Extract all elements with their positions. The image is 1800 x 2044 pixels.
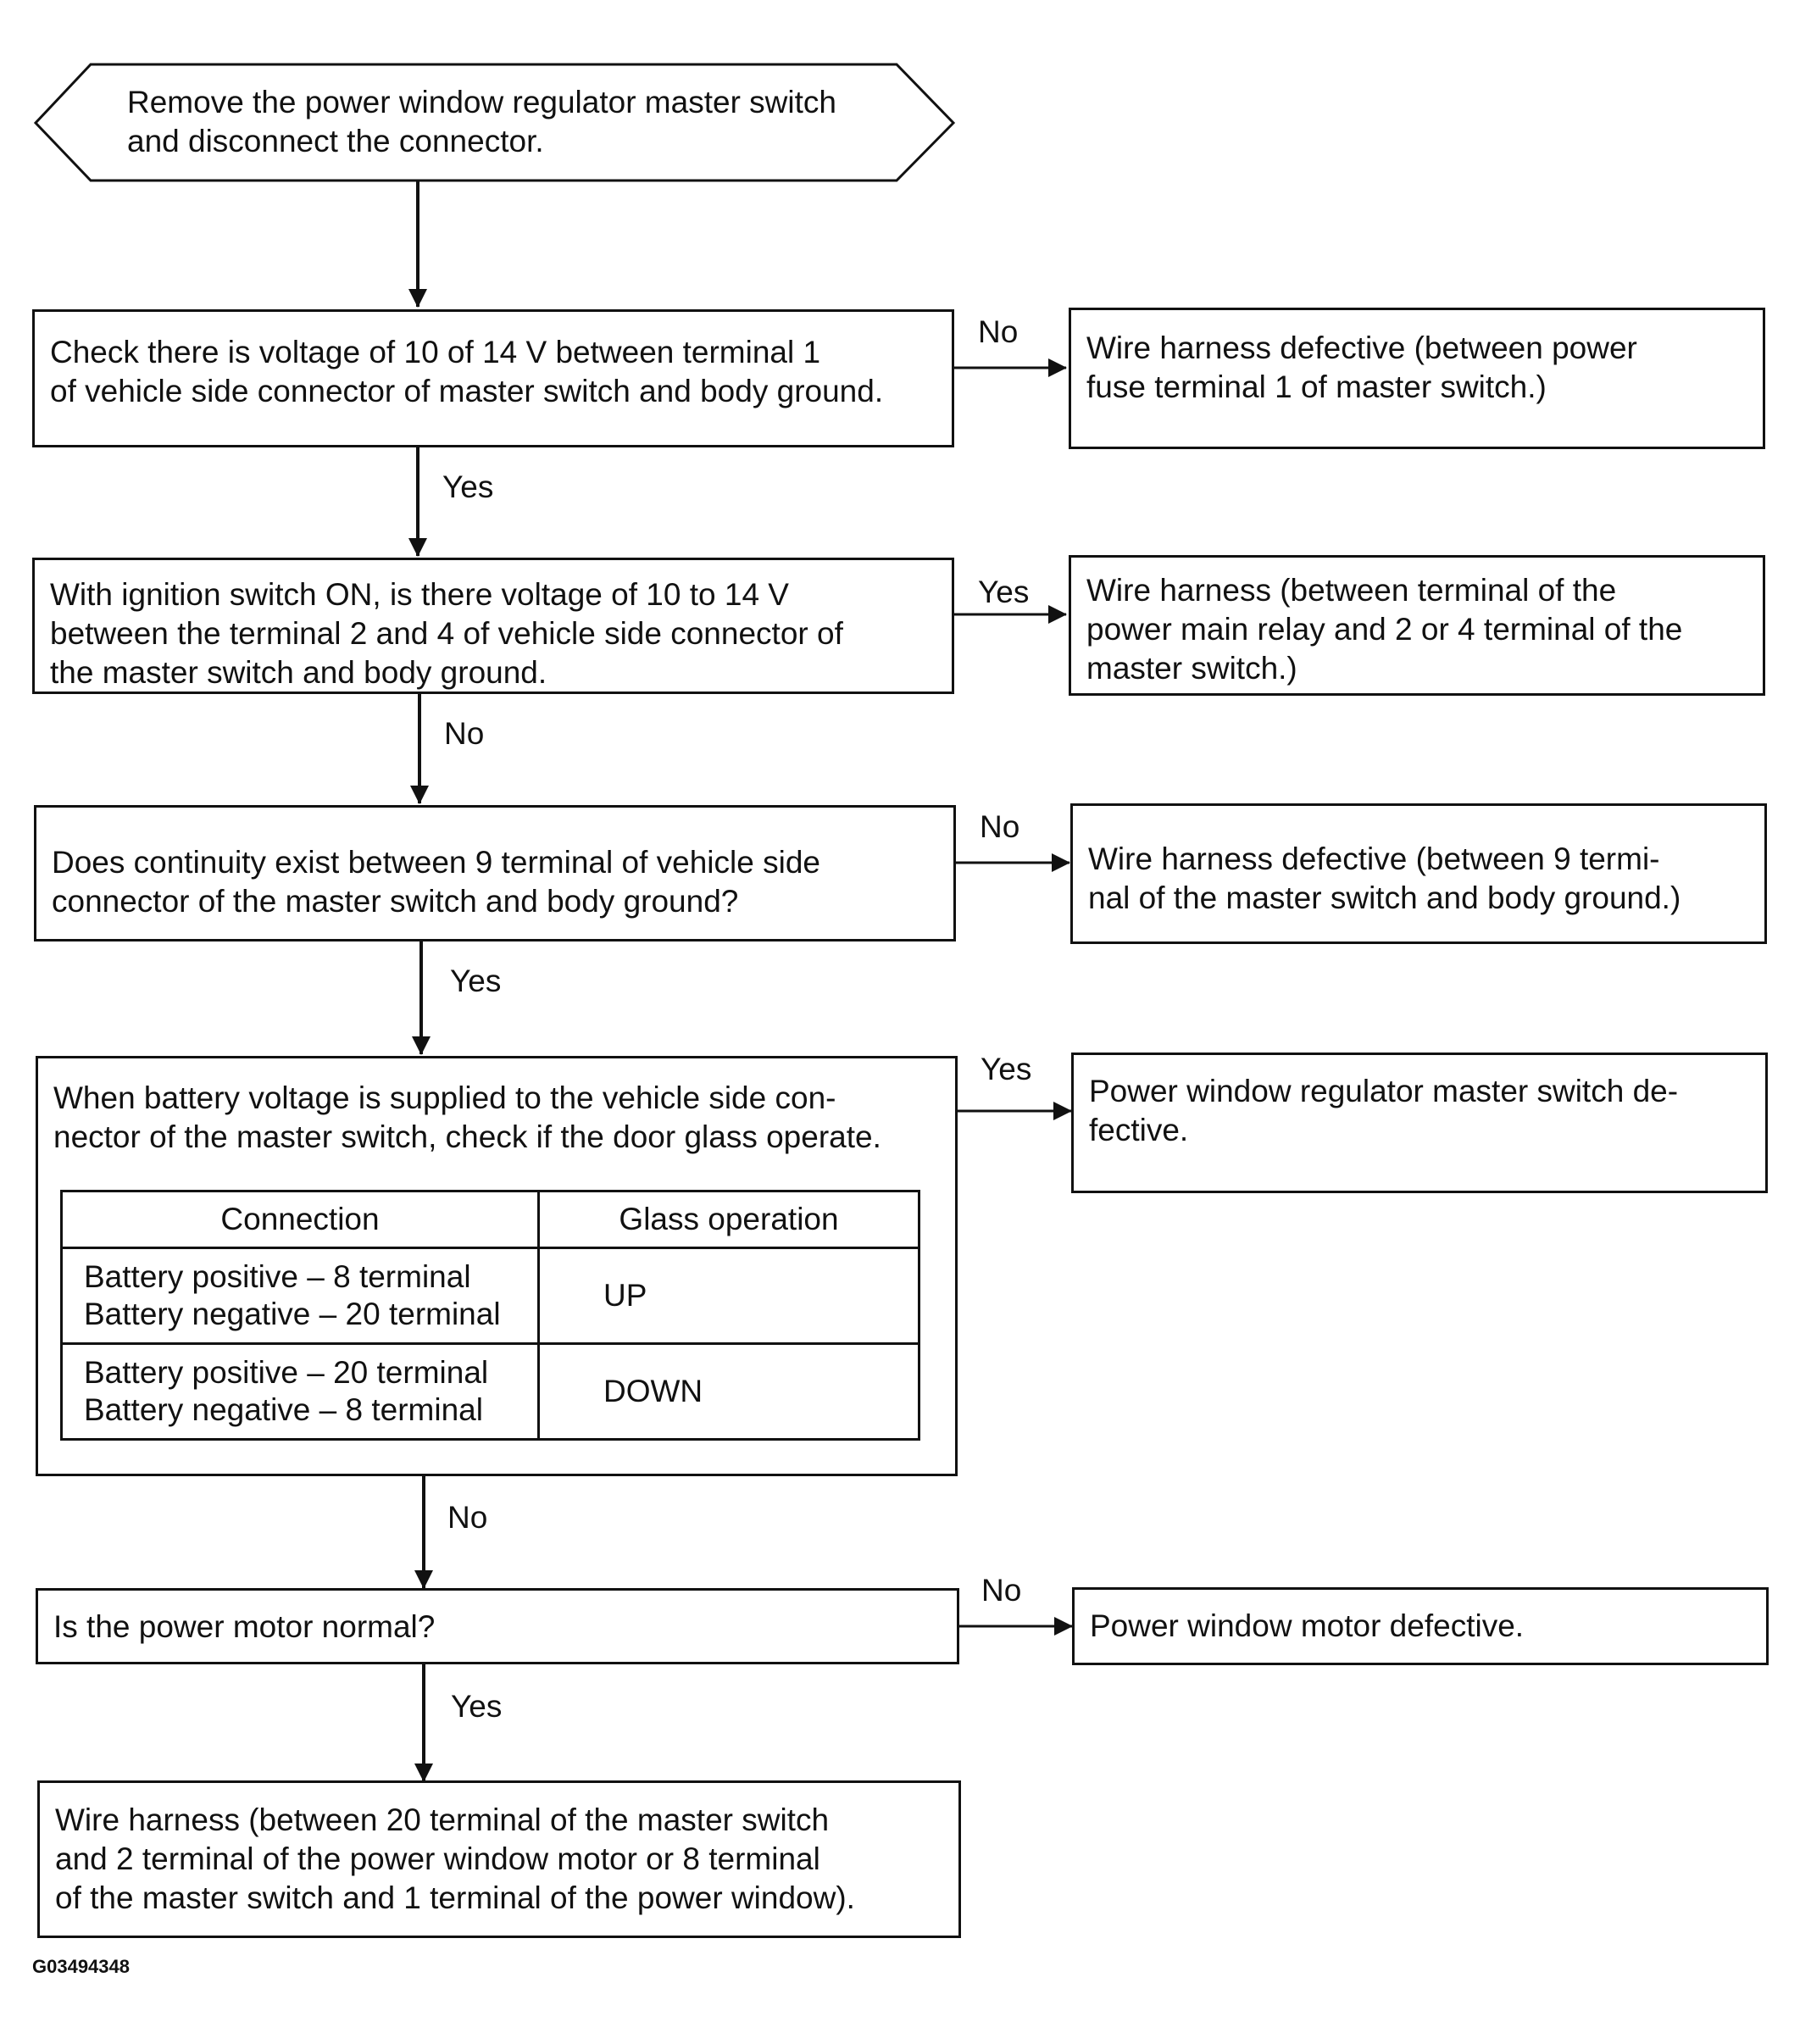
branch-label-4-down: No <box>447 1500 488 1535</box>
table-row: Battery positive – 8 terminal Battery ne… <box>60 1247 920 1345</box>
connection-table: Connection Glass operation Battery posit… <box>60 1190 920 1441</box>
decision-text-3: Does continuity exist between 9 terminal… <box>52 845 820 919</box>
branch-label-3-down: Yes <box>450 964 502 998</box>
glass-operation-cell: DOWN <box>537 1342 920 1441</box>
start-terminator-shape <box>33 63 956 182</box>
branch-label-5-down: Yes <box>451 1689 503 1724</box>
result-box-5: Power window motor defective. <box>1072 1587 1769 1665</box>
result-text-2: Wire harness (between terminal of the po… <box>1086 573 1683 686</box>
branch-label-1-down: Yes <box>442 469 494 504</box>
decision-text-2: With ignition switch ON, is there voltag… <box>50 577 843 690</box>
glass-operation-cell: UP <box>537 1247 920 1345</box>
decision-box-5: Is the power motor normal? <box>36 1588 959 1664</box>
header-connection: Connection <box>60 1190 540 1249</box>
result-text-3: Wire harness defective (between 9 termi-… <box>1088 841 1681 915</box>
branch-label-5-side: No <box>981 1573 1022 1608</box>
connection-cell: Battery positive – 20 terminal Battery n… <box>60 1342 540 1441</box>
result-box-3: Wire harness defective (between 9 termi-… <box>1070 803 1767 944</box>
final-result-text: Wire harness (between 20 terminal of the… <box>55 1802 855 1915</box>
final-result-box: Wire harness (between 20 terminal of the… <box>37 1780 961 1938</box>
decision-text-1: Check there is voltage of 10 of 14 V bet… <box>50 335 884 408</box>
table-row: Battery positive – 20 terminal Battery n… <box>60 1342 920 1441</box>
decision-box-1: Check there is voltage of 10 of 14 V bet… <box>32 309 954 447</box>
branch-label-2-side: Yes <box>978 575 1030 609</box>
branch-label-1-side: No <box>978 314 1019 349</box>
connection-cell: Battery positive – 8 terminal Battery ne… <box>60 1247 540 1345</box>
result-text-5: Power window motor defective. <box>1090 1608 1525 1643</box>
header-glass-operation: Glass operation <box>537 1190 920 1249</box>
decision-text-4: When battery voltage is supplied to the … <box>53 1080 881 1154</box>
result-box-1: Wire harness defective (between power fu… <box>1069 308 1765 449</box>
result-box-4: Power window regulator master switch de-… <box>1071 1053 1768 1193</box>
start-terminator-text: Remove the power window regulator master… <box>127 85 836 158</box>
decision-box-3: Does continuity exist between 9 terminal… <box>34 805 956 941</box>
connection-table-header: Connection Glass operation <box>60 1190 920 1249</box>
branch-label-2-down: No <box>444 716 485 751</box>
decision-text-5: Is the power motor normal? <box>53 1609 436 1644</box>
result-text-1: Wire harness defective (between power fu… <box>1086 330 1637 404</box>
branch-label-3-side: No <box>980 809 1020 844</box>
result-box-2: Wire harness (between terminal of the po… <box>1069 555 1765 696</box>
decision-box-2: With ignition switch ON, is there voltag… <box>32 558 954 694</box>
result-text-4: Power window regulator master switch de-… <box>1089 1074 1679 1147</box>
branch-label-4-side: Yes <box>981 1052 1032 1086</box>
figure-id: G03494348 <box>32 1956 130 1977</box>
